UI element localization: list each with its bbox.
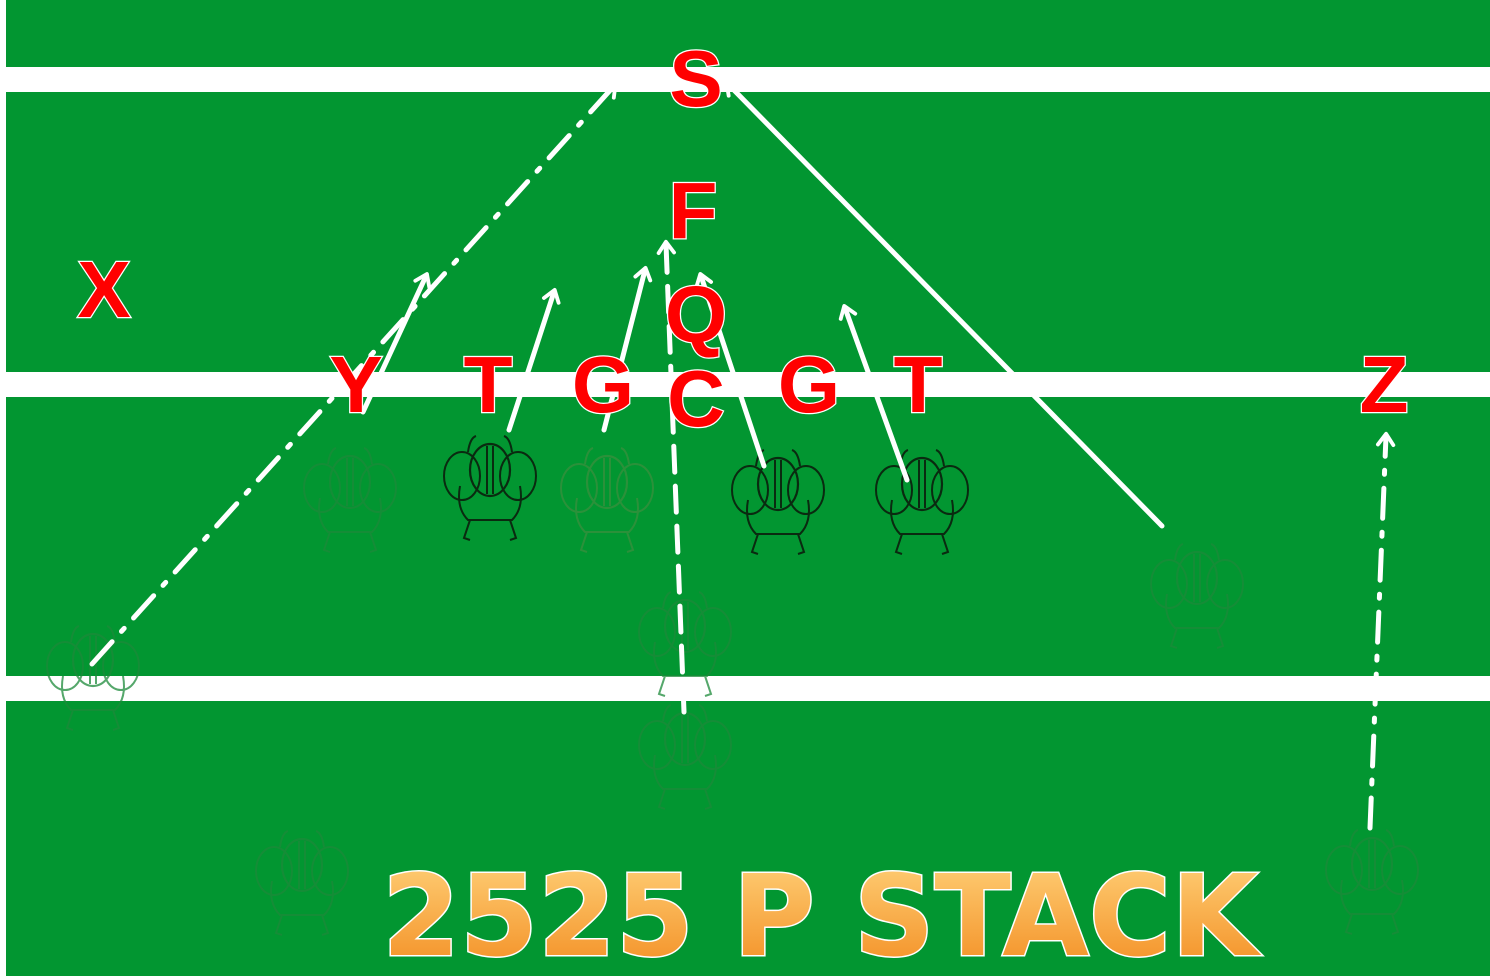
yard-line [6,372,1490,397]
defender-t-left: T [464,340,513,429]
defender-x: X [77,245,130,334]
defender-c: C [667,354,725,443]
yard-line [6,67,1490,92]
yard-line [6,676,1490,701]
defender-g-right: G [778,340,840,429]
defender-q: Q [665,270,727,359]
defender-z: Z [1360,340,1409,429]
field-turf [6,0,1490,976]
defender-t-right: T [894,340,943,429]
play-title: 2525 P STACK [382,852,1262,980]
defender-y: Y [329,340,382,429]
defender-f: F [669,166,718,255]
defender-s: S [669,34,722,123]
defender-g-left: G [572,340,634,429]
